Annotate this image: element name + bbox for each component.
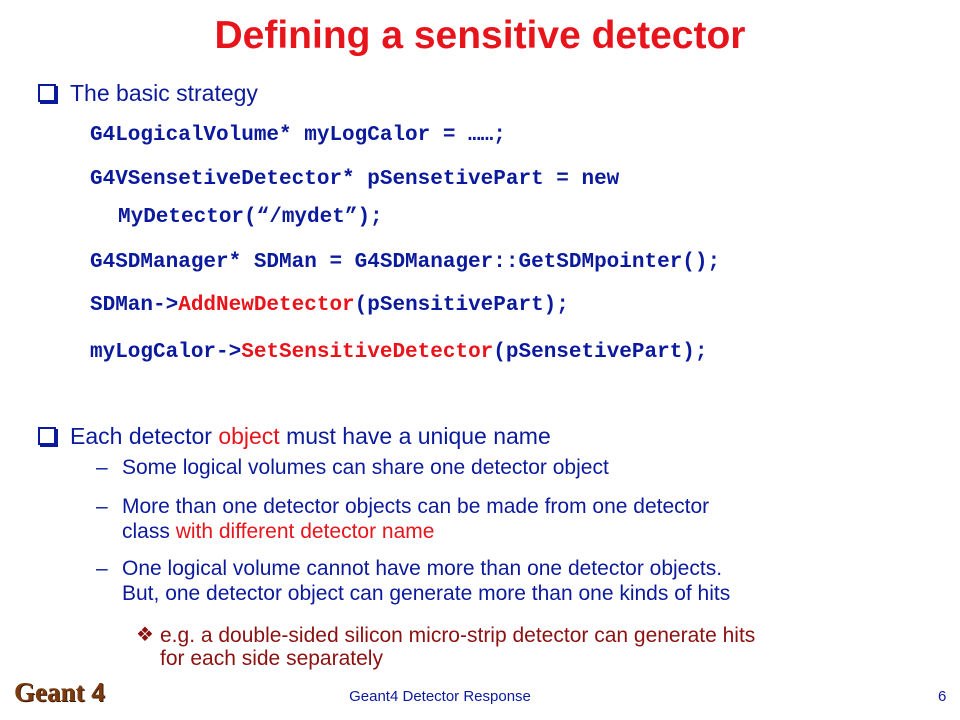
dash-bullet: –: [96, 456, 108, 479]
sub-bullet-one-volume-line2: But, one detector object can generate mo…: [122, 582, 731, 605]
sub-sub-bullet-example-line2: for each side separately: [160, 647, 383, 670]
code-line-5-pre: myLogCalor->: [90, 341, 242, 364]
sub-bullet-share-text: Some logical volumes can share one detec…: [122, 456, 609, 479]
slide-title: Defining a sensitive detector: [214, 14, 746, 57]
bullet-basic-strategy-text: The basic strategy: [70, 80, 258, 106]
code-line-2b: MyDetector(“/mydet”);: [118, 206, 383, 229]
sub-bullet-one-volume: – One logical volume cannot have more th…: [96, 556, 730, 606]
sub-bullet-share: – Some logical volumes can share one det…: [96, 455, 609, 480]
sub-bullet-multiple-objects-line2-pre: class: [122, 520, 176, 543]
sub-bullet-multiple-objects-highlight: with different detector name: [175, 520, 435, 543]
dash-bullet: –: [96, 495, 108, 518]
bullet-unique-name-pre: Each detector: [70, 423, 219, 449]
sub-bullet-multiple-objects: – More than one detector objects can be …: [96, 494, 709, 544]
square-bullet-icon: [38, 84, 56, 102]
code-line-3: G4SDManager* SDMan = G4SDManager::GetSDM…: [90, 251, 721, 274]
code-line-4: SDMan->AddNewDetector(pSensitivePart);: [90, 294, 569, 317]
dash-bullet: –: [96, 557, 108, 580]
code-line-5-post: (pSensetivePart);: [493, 341, 708, 364]
sub-sub-bullet-example-line1: e.g. a double-sided silicon micro-strip …: [160, 624, 756, 647]
code-line-4-pre: SDMan->: [90, 294, 179, 317]
code-line-1: G4LogicalVolume* myLogCalor = ……;: [90, 124, 506, 147]
diamond-bullet-icon: ❖: [136, 624, 154, 646]
geant4-logo: Geant 4: [14, 677, 105, 707]
bullet-basic-strategy: The basic strategy: [38, 80, 258, 107]
square-bullet-icon: [38, 427, 56, 445]
sub-bullet-multiple-objects-line1: More than one detector objects can be ma…: [122, 495, 710, 518]
sub-sub-bullet-example: ❖ e.g. a double-sided silicon micro-stri…: [136, 624, 755, 670]
code-line-4-post: (pSensitivePart);: [354, 294, 569, 317]
code-line-5: myLogCalor->SetSensitiveDetector(pSenset…: [90, 341, 708, 364]
bullet-unique-name-post: must have a unique name: [279, 423, 551, 449]
sub-bullet-multiple-objects-line2: class with different detector name: [122, 519, 709, 544]
bullet-unique-name: Each detector object must have a unique …: [38, 423, 551, 450]
sub-bullet-one-volume-line1: One logical volume cannot have more than…: [122, 557, 723, 580]
code-line-5-function: SetSensitiveDetector: [241, 341, 494, 364]
bullet-unique-name-highlight: object: [218, 423, 280, 449]
code-line-4-function: AddNewDetector: [178, 294, 355, 317]
page-number: 6: [938, 688, 947, 705]
footer-title: Geant4 Detector Response: [349, 688, 531, 705]
code-line-2a: G4VSensetiveDetector* pSensetivePart = n…: [90, 168, 620, 191]
